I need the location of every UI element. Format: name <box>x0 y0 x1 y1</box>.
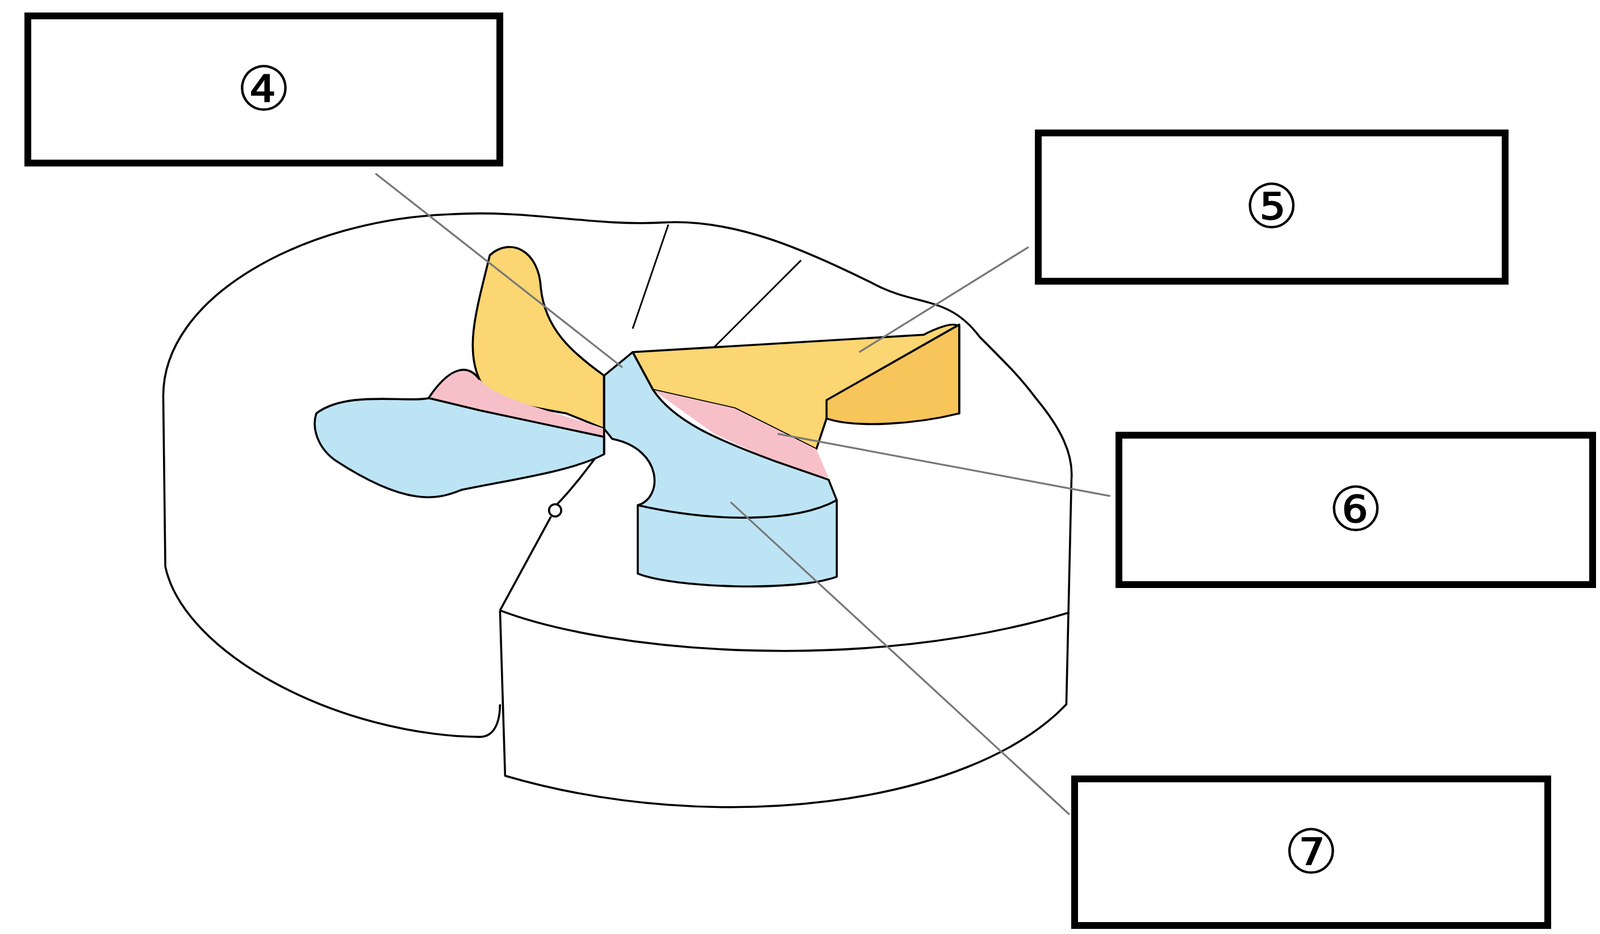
callout-number: ⑥ <box>1328 475 1384 544</box>
label-box: ④ <box>24 12 504 167</box>
callout-number: ④ <box>236 55 292 124</box>
callout-number: ⑦ <box>1283 818 1339 887</box>
label-box: ⑥ <box>1115 431 1597 588</box>
callout-number: ⑤ <box>1244 173 1300 241</box>
label-box: ⑦ <box>1071 775 1552 929</box>
label-box: ⑤ <box>1034 129 1509 285</box>
